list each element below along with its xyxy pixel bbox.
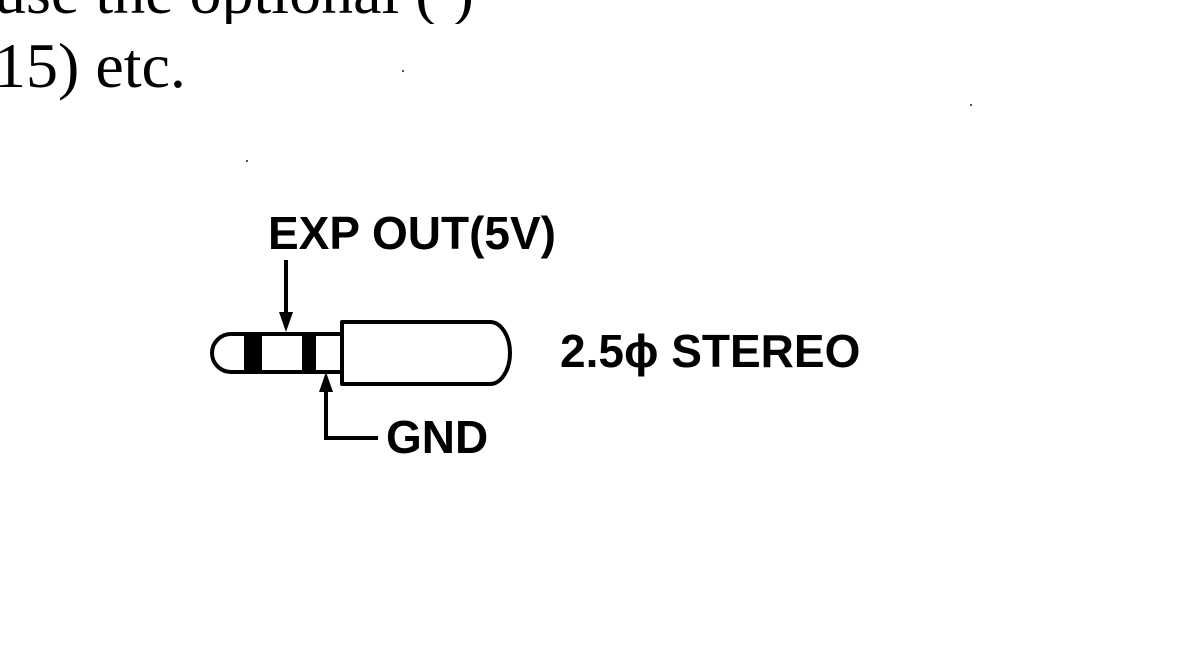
gnd-leader [324, 384, 378, 440]
exp-out-arrowhead [279, 312, 293, 332]
exp-out-label: EXP OUT(5V) [268, 207, 556, 259]
scan-speck [246, 160, 248, 162]
insulator-ring [248, 334, 262, 372]
scan-speck [970, 104, 972, 106]
plug-sleeve [340, 320, 512, 386]
text-line: 15) etc. [0, 30, 186, 101]
insulator-ring [302, 334, 316, 372]
plug-tip [210, 332, 246, 374]
plug-spec-label: 2.5ϕ STEREO [560, 325, 861, 377]
scan-speck [402, 70, 404, 72]
cropped-text-line: use the optional ( ) [0, 0, 474, 24]
gnd-arrowhead [319, 372, 333, 392]
gnd-label: GND [386, 411, 489, 463]
